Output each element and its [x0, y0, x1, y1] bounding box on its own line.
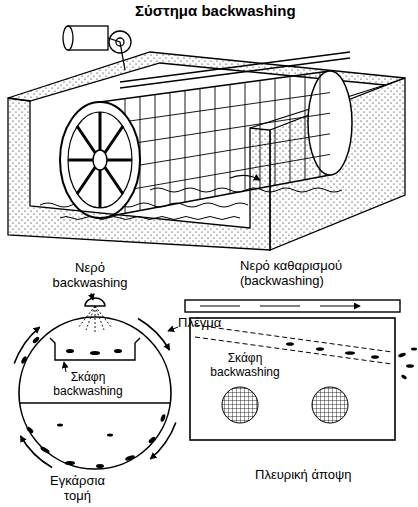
water-wave [40, 203, 248, 207]
rotation-arrow [14, 327, 40, 364]
wash-pipe [185, 300, 400, 312]
wheel-spokes [68, 112, 132, 208]
callout-label: Εγκάρσια τομή [40, 474, 115, 504]
wheel-inner-rim [68, 112, 132, 208]
concrete-tank [8, 52, 405, 250]
mesh-patch [222, 387, 258, 423]
drive-shaft [108, 38, 125, 70]
drum-side [190, 318, 395, 440]
leader-line [91, 293, 93, 300]
debris [286, 342, 417, 380]
callout-label: Νερό καθαρισμού (backwashing) [240, 259, 360, 289]
trough-side [195, 325, 392, 364]
spray-nozzle [85, 298, 105, 306]
cross-section [14, 293, 178, 469]
tank-front-wall [8, 98, 270, 250]
backwash-trough [50, 338, 140, 360]
debris [20, 336, 166, 468]
drum-circle [19, 317, 171, 469]
leader-line [64, 362, 66, 372]
callout-label: Νερό backwashing [50, 261, 130, 291]
rotation-arrows [14, 319, 176, 468]
water-level [19, 402, 170, 403]
leader-line [168, 327, 178, 331]
front-wall [8, 98, 270, 250]
callout-label: Σκάφη backwashing [48, 371, 128, 399]
callout-label: Πλευρική άποψη [255, 468, 385, 483]
callout-label: Πλέγμα [178, 316, 238, 331]
pipe-flow-arrows [200, 305, 360, 306]
motor-body [68, 26, 108, 50]
drive-motor [63, 26, 131, 70]
backwash-pipe [120, 52, 350, 88]
mesh-patch [312, 387, 348, 423]
callout-label: Σκάφη backwashing [205, 352, 285, 380]
drum [100, 52, 352, 218]
drum-end [308, 71, 352, 175]
system-callout: Σύστημα backwashing [135, 2, 355, 19]
spray-jets [78, 306, 112, 332]
wheel-hub [93, 150, 107, 170]
rotation-arrow [138, 319, 170, 351]
drum-wheel [60, 102, 140, 218]
motor-end [63, 26, 73, 50]
wheel-rim [60, 102, 140, 218]
rotation-arrow [21, 436, 53, 468]
